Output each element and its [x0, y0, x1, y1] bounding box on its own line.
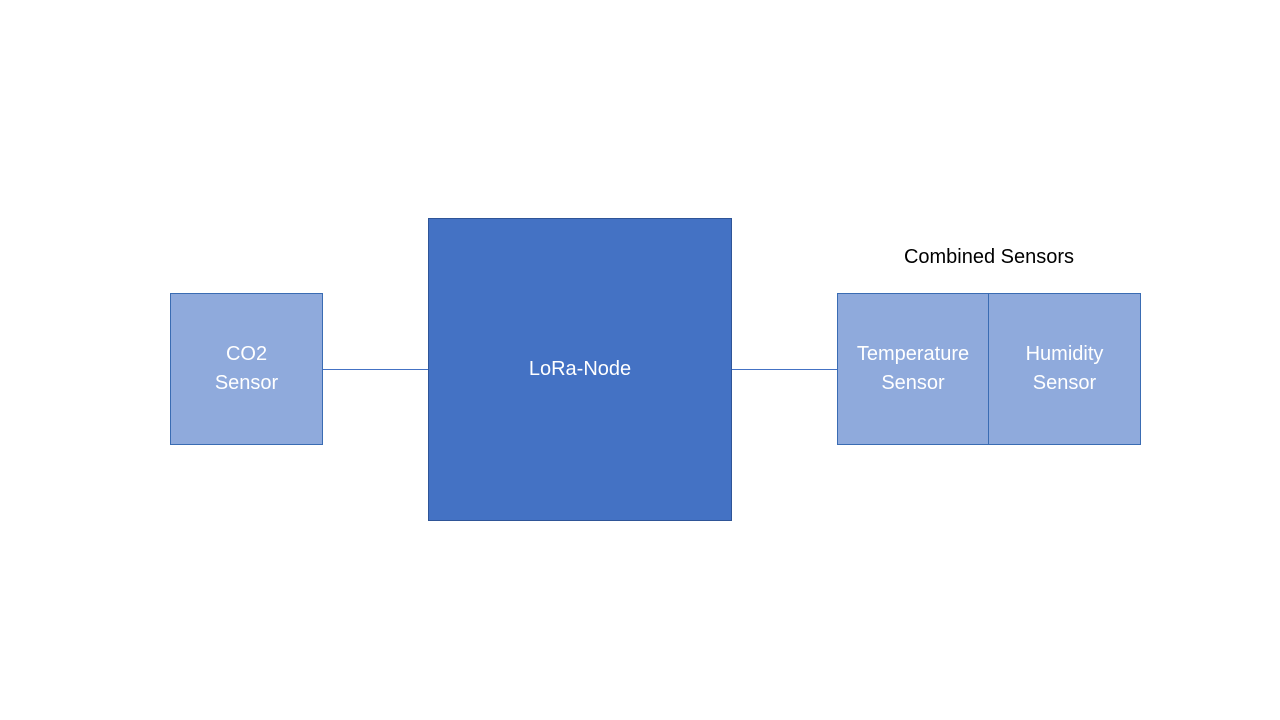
temperature-sensor-node: Temperature Sensor — [837, 293, 989, 445]
combined-sensors-label: Combined Sensors — [903, 246, 1075, 268]
co2-to-lora-connector — [323, 369, 428, 370]
humidity-sensor-node: Humidity Sensor — [988, 293, 1141, 445]
co2-sensor-node: CO2 Sensor — [170, 293, 323, 445]
lora-node: LoRa-Node — [428, 218, 732, 521]
lora-to-combined-sensors-connector — [732, 369, 837, 370]
